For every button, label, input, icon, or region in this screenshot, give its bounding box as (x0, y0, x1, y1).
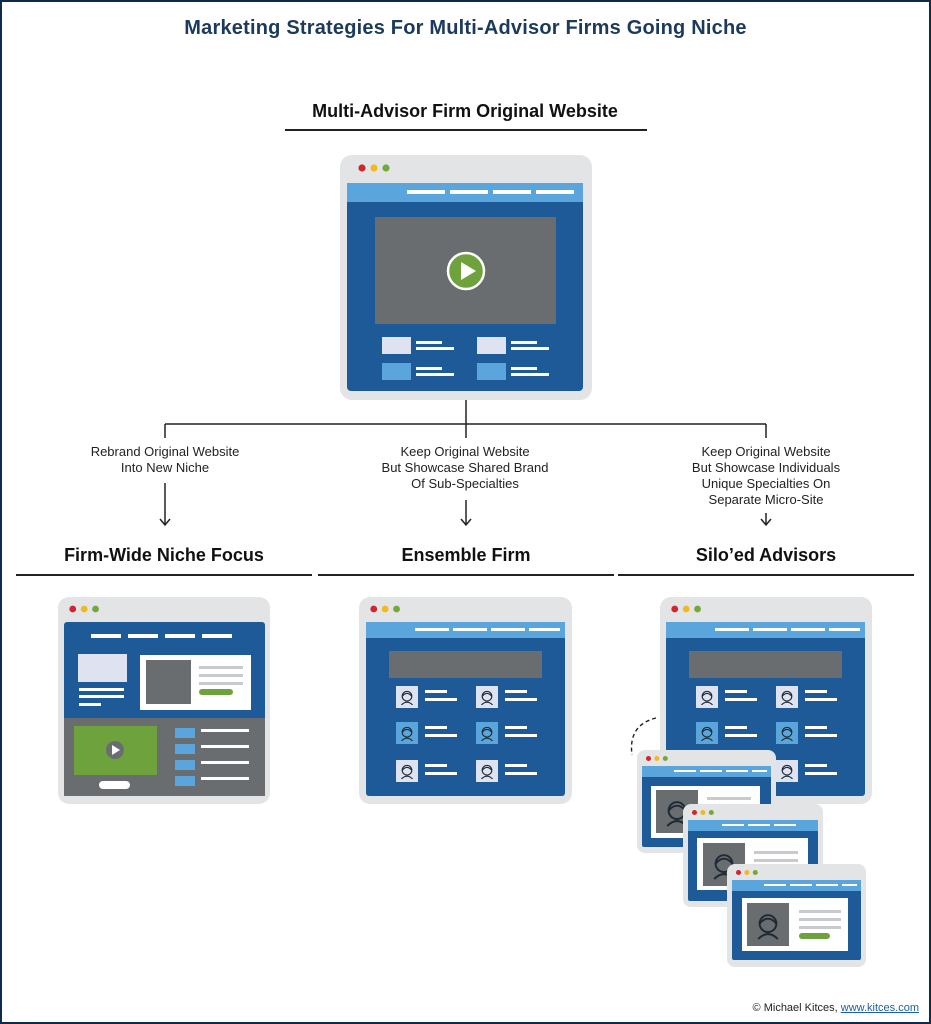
play-icon (106, 741, 124, 759)
root-heading: Multi-Advisor Firm Original Website (312, 101, 618, 121)
page-title: Marketing Strategies For Multi-Advisor F… (184, 17, 747, 39)
down-arrow-icon (159, 483, 772, 527)
credit-prefix: © Michael Kitces, (752, 1002, 838, 1014)
micro-site-connector (630, 717, 657, 756)
branch-label-3: Keep Original Website But Showcase Indiv… (691, 444, 841, 507)
credit-link[interactable]: www.kitces.com (840, 1002, 919, 1014)
ensemble-firm-illustration (359, 597, 572, 804)
play-icon (446, 251, 486, 291)
heading-firm-wide-niche: Firm-Wide Niche Focus (64, 545, 264, 565)
heading-rule-3 (618, 574, 914, 576)
credit-line: © Michael Kitces, www.kitces.com (753, 1002, 919, 1014)
branch-label-1: Rebrand Original Website Into New Niche (90, 444, 240, 475)
firm-wide-niche-illustration (58, 597, 270, 804)
root-website-illustration (340, 155, 592, 400)
heading-ensemble-firm: Ensemble Firm (401, 545, 531, 565)
advisor-grid (396, 686, 537, 782)
heading-siloed-advisors: Silo’ed Advisors (695, 545, 837, 565)
heading-rule-1 (16, 574, 312, 576)
tree-connectors (164, 399, 767, 438)
heading-rule-2 (318, 574, 614, 576)
branch-label-2: Keep Original Website But Showcase Share… (381, 444, 549, 491)
micro-site-3 (727, 864, 866, 967)
siloed-advisors-illustration (630, 597, 872, 967)
root-heading-rule (285, 129, 647, 131)
